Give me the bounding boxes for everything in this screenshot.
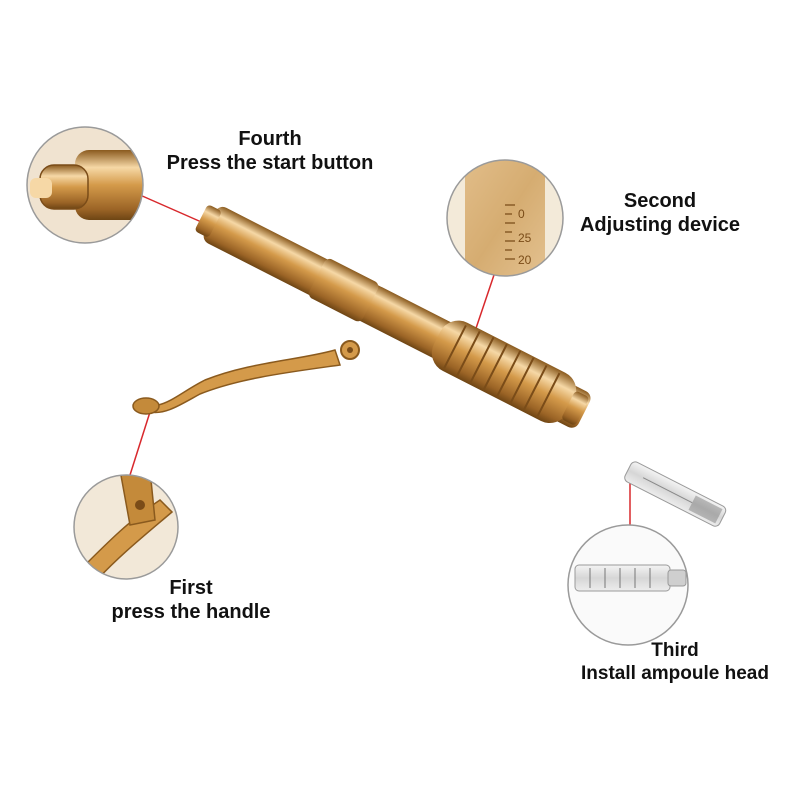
ampoule-tip — [624, 461, 727, 527]
pen-barrel — [195, 205, 591, 428]
inset-fourth — [26, 126, 144, 244]
pen — [132, 205, 727, 527]
pen-handle — [148, 349, 341, 414]
scale-mark-25: 25 — [518, 231, 532, 245]
label-fourth-detail: Press the start button — [166, 152, 374, 174]
scale-mark-0: 0 — [518, 207, 525, 221]
label-first-title: First — [169, 577, 213, 599]
label-third-detail: Install ampoule head — [581, 662, 769, 684]
label-third-title: Third — [651, 640, 699, 661]
label-second-detail: Adjusting device — [579, 214, 741, 236]
inset-third — [567, 524, 689, 646]
label-first-detail: press the handle — [111, 601, 271, 623]
label-fourth-title: Fourth — [238, 128, 302, 150]
label-fourth: Fourth Press the start button — [140, 127, 400, 175]
inset-first — [73, 474, 179, 580]
leader-line-first — [129, 411, 151, 476]
label-first: First press the handle — [86, 576, 296, 624]
label-second: Second Adjusting device — [558, 189, 762, 237]
label-second-title: Second — [623, 190, 697, 212]
label-third: Third Install ampoule head — [560, 640, 790, 686]
handle-grip — [132, 397, 160, 415]
inset-second: 0 25 20 — [446, 159, 564, 277]
scale-mark-20: 20 — [518, 253, 532, 267]
